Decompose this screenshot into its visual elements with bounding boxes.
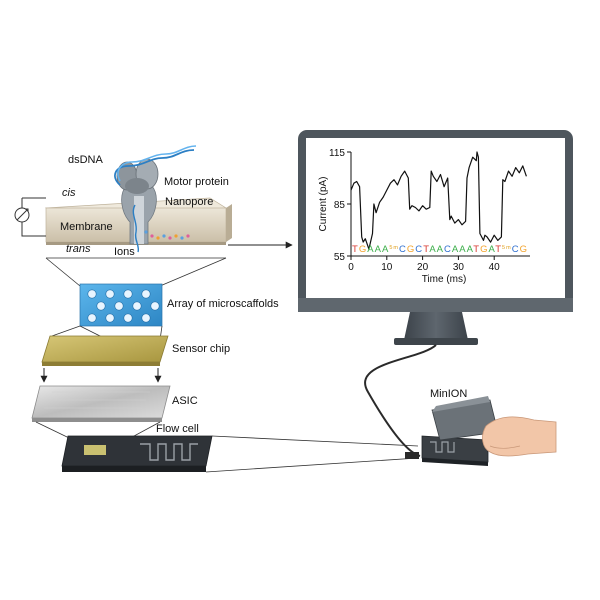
chart-xlabel: Time (ms) bbox=[422, 274, 467, 285]
microscaffold-array bbox=[79, 283, 163, 327]
nanopore-protein bbox=[121, 185, 190, 245]
ion-particles bbox=[144, 230, 190, 240]
chart-sequence-annotation: TGAAA5mCGCTAACAAATGAT5mCG bbox=[352, 244, 527, 255]
chart-xtick-label: 20 bbox=[417, 262, 429, 273]
ammeter-circuit bbox=[14, 197, 46, 237]
ammeter-icon bbox=[14, 207, 30, 223]
arrows-sensor-to-asic bbox=[40, 368, 162, 383]
chart-xtick-label: 30 bbox=[453, 262, 465, 273]
chart-ylabel: Current (pA) bbox=[318, 176, 329, 231]
usb-cable bbox=[364, 344, 437, 457]
chart-ytick-label: 55 bbox=[334, 252, 346, 263]
flowcell-to-minion-lines bbox=[205, 435, 419, 473]
label-minion: MinION bbox=[430, 388, 467, 400]
monitor bbox=[298, 130, 573, 345]
label-trans: trans bbox=[66, 243, 91, 255]
chart-xtick-label: 40 bbox=[489, 262, 501, 273]
asic-chip bbox=[31, 385, 171, 422]
chart-xtick-label: 10 bbox=[381, 262, 393, 273]
chart-ytick-label: 115 bbox=[329, 148, 345, 159]
label-motor-protein: Motor protein bbox=[164, 176, 229, 188]
diagram-labels: dsDNA cis Membrane trans Ions Motor prot… bbox=[60, 154, 229, 258]
zoom-lines-membrane-to-array bbox=[45, 257, 227, 287]
label-asic: ASIC bbox=[172, 395, 198, 407]
label-ions: Ions bbox=[114, 246, 135, 258]
motor-protein bbox=[116, 158, 159, 194]
dsdna-strand bbox=[114, 145, 197, 253]
chart-xtick-label: 0 bbox=[348, 262, 354, 273]
chart-series-line bbox=[350, 151, 527, 250]
sensor-chip bbox=[41, 335, 169, 366]
minion-device bbox=[405, 396, 499, 466]
label-array: Array of microscaffolds bbox=[167, 298, 279, 310]
hand-icon bbox=[482, 416, 557, 457]
label-dsdna: dsDNA bbox=[68, 154, 104, 166]
label-cis: cis bbox=[62, 187, 76, 199]
label-membrane: Membrane bbox=[60, 221, 113, 233]
flow-cell bbox=[61, 435, 213, 472]
label-sensor-chip: Sensor chip bbox=[172, 343, 230, 355]
label-nanopore: Nanopore bbox=[165, 196, 213, 208]
chart-ytick-label: 85 bbox=[334, 200, 346, 211]
label-flow-cell: Flow cell bbox=[156, 423, 199, 435]
current-trace-chart: Current (pA) Time (ms) 55 85 115 0 10 20 30 40… bbox=[318, 148, 530, 285]
